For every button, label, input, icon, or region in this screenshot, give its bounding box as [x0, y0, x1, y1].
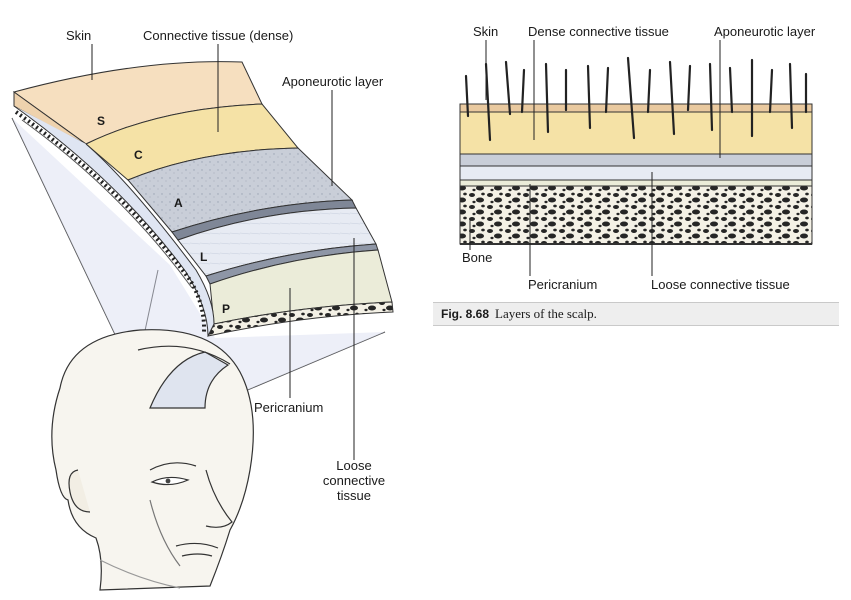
letter-s: S	[97, 114, 106, 128]
label-pericranium-right: Pericranium	[528, 277, 598, 292]
hairs	[464, 56, 808, 142]
label-pericranium-left: Pericranium	[254, 400, 324, 415]
head-illustration	[51, 329, 254, 591]
left-leader-lines	[91, 44, 355, 460]
label-skin-left: Skin	[66, 28, 92, 43]
label-loose-left: Loose connective tissue	[322, 458, 386, 503]
mouth	[175, 542, 219, 549]
label-skin-right: Skin	[473, 24, 499, 39]
section-aponeurotic-layer	[459, 153, 813, 167]
caption-text: Layers of the scalp.	[495, 306, 597, 321]
cross-section	[459, 103, 813, 245]
block-bone-strip	[207, 301, 394, 337]
label-aponeurotic-right: Aponeurotic layer	[714, 24, 816, 39]
layered-block	[12, 61, 394, 337]
label-aponeurotic-left: Aponeurotic layer	[282, 74, 384, 89]
section-epidermis	[459, 103, 813, 113]
letter-p: P	[222, 302, 231, 316]
section-pericranium-layer	[459, 179, 813, 187]
caption-figure-number: Fig. 8.68	[441, 307, 490, 321]
section-loose-layer	[459, 165, 813, 181]
label-loose-right: Loose connective tissue	[651, 277, 790, 292]
projection-shade	[12, 118, 385, 408]
label-dense-right: Dense connective tissue	[528, 24, 669, 39]
block-side-edge	[13, 105, 215, 337]
letter-l: L	[200, 250, 208, 264]
label-connective-dense: Connective tissue (dense)	[143, 28, 294, 43]
nose	[205, 469, 233, 528]
ear	[68, 469, 91, 513]
letter-c: C	[134, 148, 143, 162]
label-bone: Bone	[462, 250, 493, 265]
figure-caption: Fig. 8.68 Layers of the scalp.	[433, 302, 839, 326]
section-bone	[459, 185, 813, 245]
right-leader-lines	[469, 40, 721, 276]
brow	[149, 462, 197, 471]
section-dense-layer	[459, 111, 813, 155]
letter-a: A	[174, 196, 183, 210]
